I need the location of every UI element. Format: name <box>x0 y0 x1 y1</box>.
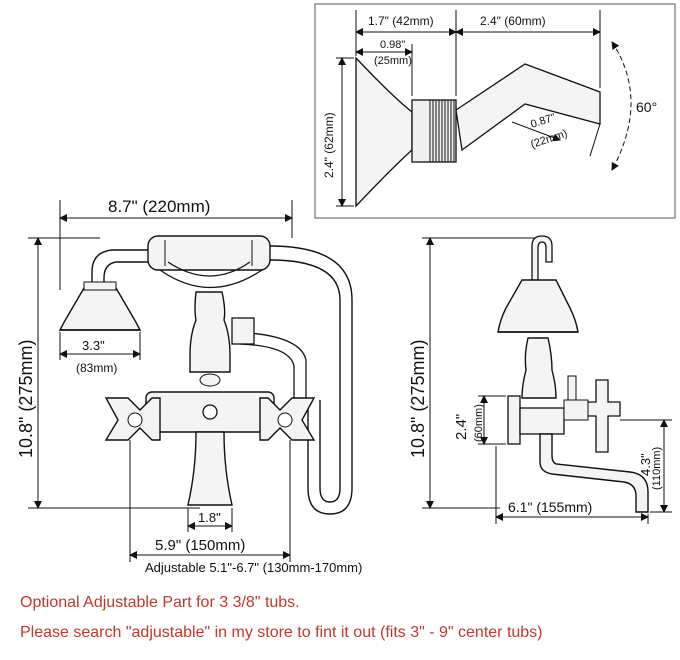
inset-panel: 1.7" (42mm) 2.4" (60mm) 0.98" (25mm) 2.4… <box>314 3 676 219</box>
inset-dim-inner-1: 0.98" <box>380 39 405 51</box>
side-spout <box>539 433 649 513</box>
front-dim-head-2: (83mm) <box>76 361 117 375</box>
front-dim-head-1: 3.3" <box>82 338 105 353</box>
inset-dim-top-left: 1.7" (42mm) <box>368 14 434 28</box>
side-handset-hook <box>531 235 553 281</box>
inset-dim-inner-2: (25mm) <box>374 55 412 67</box>
handset-cradle <box>147 235 271 271</box>
center-column <box>189 291 231 373</box>
inset-nut <box>411 99 457 163</box>
front-dim-width: 8.7" (220mm) <box>108 197 210 216</box>
front-view: 8.7" (220mm) 10.8" (275mm) 3.3" (83mm) <box>16 197 362 575</box>
front-dim-center: 5.9" (150mm) <box>155 537 245 554</box>
side-column <box>521 337 557 399</box>
front-dim-height: 10.8" (275mm) <box>16 340 36 458</box>
note-optional-part: Optional Adjustable Part for 3 3/8" tubs… <box>20 594 300 611</box>
faucet-dimension-diagram: 1.7" (42mm) 2.4" (60mm) 0.98" (25mm) 2.4… <box>16 3 676 575</box>
inset-angle: 60° <box>636 99 657 115</box>
front-dim-adjustable: Adjustable 5.1"-6.7" (130mm-170mm) <box>145 560 362 575</box>
handset-tube <box>91 249 148 288</box>
side-dim-drop-1: 4.3" <box>638 453 653 476</box>
side-dim-height: 10.8" (275mm) <box>408 340 428 458</box>
side-view: 10.8" (275mm) 2.4" (60mm) 4.3" (110mm) <box>408 235 672 524</box>
inset-dim-top-right: 2.4" (60mm) <box>480 14 546 28</box>
note-search-store: Please search "adjustable" in my store t… <box>20 624 543 641</box>
hose-connector <box>231 317 255 345</box>
side-dim-mount-2: (60mm) <box>473 404 485 442</box>
side-cross-handle <box>585 379 621 453</box>
side-dim-mount-1: 2.4" <box>453 414 470 440</box>
front-spout <box>187 431 233 506</box>
side-dim-reach: 6.1" (155mm) <box>508 499 592 515</box>
side-wall-mount <box>507 395 521 445</box>
front-dim-spout: 1.8" <box>198 510 221 525</box>
side-shower-head <box>497 279 579 333</box>
side-dim-drop-2: (110mm) <box>651 447 663 490</box>
hose <box>269 245 353 515</box>
inset-dim-height: 2.4" (62mm) <box>322 112 336 178</box>
front-shower-head <box>58 287 142 331</box>
